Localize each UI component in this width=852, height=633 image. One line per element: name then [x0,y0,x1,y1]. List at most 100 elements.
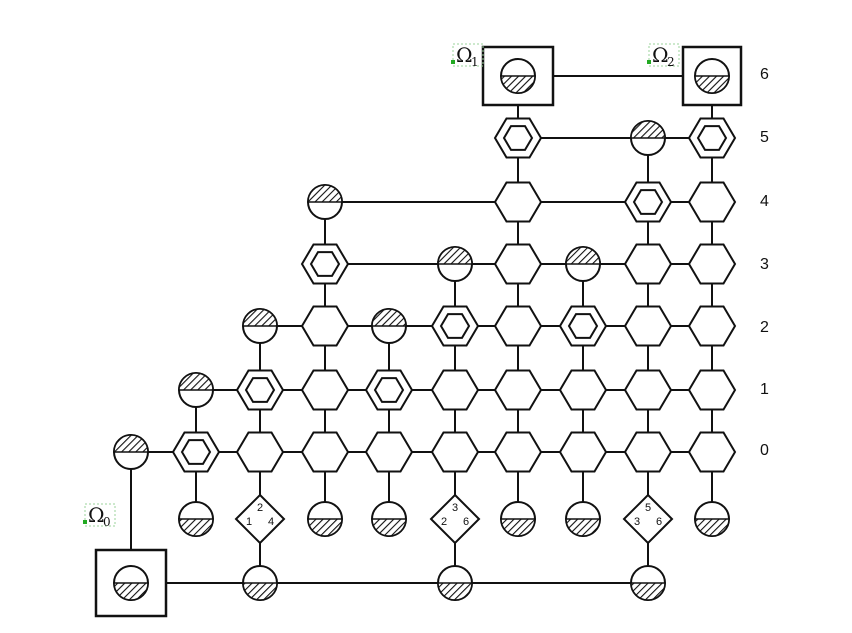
diamond-number-right: 6 [656,516,662,528]
row-label-1: 1 [760,381,769,398]
circle-node-r2-c4 [371,308,407,344]
diamond-shape [429,493,481,545]
circle-node-r0-c0 [113,434,149,470]
hexagon-inner [696,125,728,151]
circle-node-r3-c5 [437,246,473,282]
hatched-lower-half [630,582,666,601]
circle-node-sub-c1 [178,501,214,537]
diamond-number-top: 5 [645,502,651,514]
hatched-upper-half [630,120,666,139]
hexagon-inner [632,189,664,215]
row-label-0: 0 [760,442,769,459]
diamond-number-top: 3 [452,502,458,514]
hexagon-inner [309,251,341,277]
omega-0-boxed-node [94,548,168,618]
diamond-number-left: 3 [634,516,640,528]
hatched-lower-half [113,582,149,601]
hexagon-r4-c9 [687,181,737,223]
row-label-3: 3 [760,256,769,273]
double-hexagon-r4-c8 [623,181,673,223]
hatched-upper-half [113,434,149,453]
circle-node-r3-c7 [565,246,601,282]
circle-node-bottom-c2 [242,565,278,601]
omega-2-boxed-node [681,45,743,107]
diamond-shape [622,493,674,545]
circle-node-r2-c2 [242,308,278,344]
circle-node-sub-c7 [565,501,601,537]
edges-layer [130,75,713,584]
hatched-upper-half [178,372,214,391]
omega-1-boxed-node [481,45,555,107]
hexagon-r4-c6 [493,181,543,223]
hatched-lower-half [307,518,343,537]
circle-node-r4-c3 [307,184,343,220]
hexagon-outer [430,305,480,347]
hexagon-inner [439,313,471,339]
hexagon-inner [244,377,276,403]
circle-node-bottom-c5 [437,565,473,601]
hexagon-r0-c7 [558,431,608,473]
row-label-2: 2 [760,319,769,336]
hatched-upper-half [371,308,407,327]
hatched-upper-half [307,184,343,203]
hexagon-r1-c7 [558,369,608,411]
row-label-6: 6 [760,66,769,83]
double-hexagon-r3-c3 [300,243,350,285]
hexagon-outer [300,243,350,285]
svg-text:1: 1 [471,55,479,69]
hexagon-r0-c8 [623,431,673,473]
diamond-number-left: 2 [441,516,447,528]
hexagon-r3-c9 [687,243,737,285]
hatched-lower-half [500,75,536,94]
omega-label-2: Ω 2 [647,43,680,69]
hexagon-r2-c8 [623,305,673,347]
hexagon-r1-c5 [430,369,480,411]
hatched-lower-half [437,582,473,601]
hatched-upper-half [565,246,601,265]
diamond-node-3: 53 6 [622,493,674,545]
svg-text:2: 2 [667,55,675,69]
circle-node-r5-c8 [630,120,666,156]
hexagon-r0-c9 [687,431,737,473]
hatched-lower-half [694,518,730,537]
double-hexagon-r5-c9 [687,117,737,159]
double-hexagon-r5-c6 [493,117,543,159]
double-hexagon-r1-c4 [364,369,414,411]
hexagon-r1-c8 [623,369,673,411]
svg-text:Ω: Ω [88,503,105,527]
hexagon-outer [493,117,543,159]
circle-node-sub-c9 [694,501,730,537]
hexagon-outer [171,431,221,473]
circle-node-sub-c4 [371,501,407,537]
diamond-number-right: 4 [268,516,274,528]
circle-node-r1-c1 [178,372,214,408]
hatched-lower-half [500,518,536,537]
omega-label-0: Ω 0 [83,503,116,529]
omega-label-1: Ω 1 [451,43,484,69]
hexagon-r0-c3 [300,431,350,473]
hexagon-r3-c6 [493,243,543,285]
hexagon-inner [180,439,212,465]
circle-node-bottom-c8 [630,565,666,601]
double-hexagon-r1-c2 [235,369,285,411]
row-label-5: 5 [760,129,769,146]
hexagon-r2-c9 [687,305,737,347]
hexagon-r2-c6 [493,305,543,347]
svg-text:0: 0 [103,515,111,529]
hexagon-r0-c2 [235,431,285,473]
hexagon-inner [373,377,405,403]
svg-text:Ω: Ω [456,43,473,67]
diamond-number-top: 2 [257,502,263,514]
svg-text:Ω: Ω [652,43,669,67]
hatched-upper-half [242,308,278,327]
hexagon-r2-c3 [300,305,350,347]
hatched-lower-half [371,518,407,537]
hatched-lower-half [694,75,730,94]
double-hexagon-r2-c5 [430,305,480,347]
hexagon-outer [623,181,673,223]
labels-layer: 6 5 4 3 2 1 0 Ω 1 Ω 2 Ω 0 [83,43,769,529]
row-label-4: 4 [760,193,769,210]
double-hexagon-r0-c1 [171,431,221,473]
